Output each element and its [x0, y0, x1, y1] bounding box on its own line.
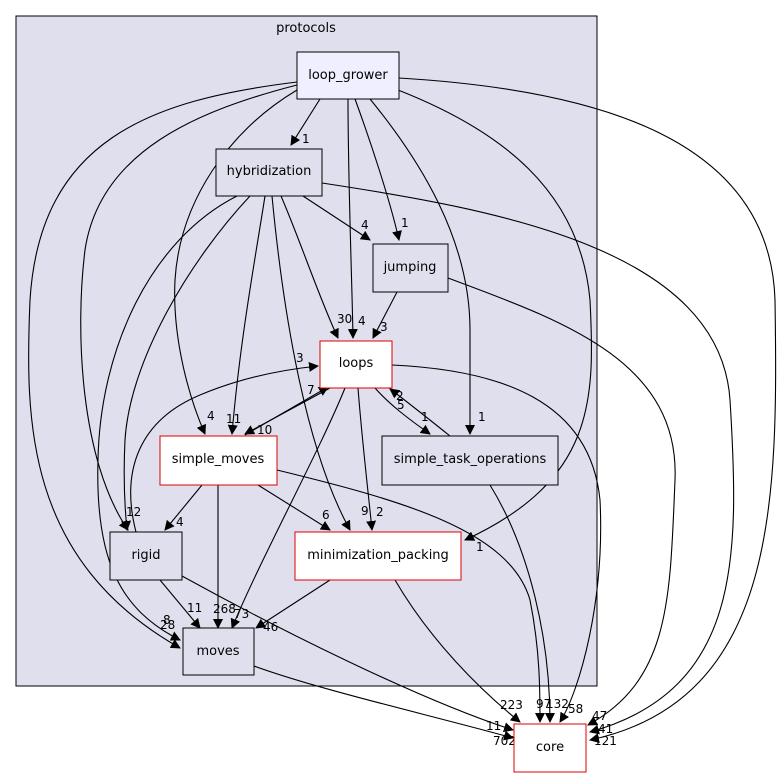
edge-label: 58 — [568, 702, 583, 716]
edge-label: 3 — [296, 351, 304, 365]
edge-loop-grower-rigid — [80, 84, 298, 531]
node-label: moves — [196, 644, 239, 659]
edge-loop-grower-core — [398, 77, 777, 744]
edge-label: 9 — [361, 504, 369, 518]
edge-loops-simple-moves — [244, 387, 331, 435]
edge-label: 41 — [598, 722, 613, 736]
edge-jumping-loops — [372, 291, 398, 339]
node-moves[interactable]: moves — [182, 627, 255, 676]
edge-loop-grower-moves — [28, 81, 298, 649]
node-loops[interactable]: loops — [319, 340, 393, 389]
edge-label: 28 — [160, 618, 175, 632]
edge-loops-moves — [230, 387, 346, 629]
edge-label: 3 — [380, 320, 388, 334]
edge-simple-task-operations-core — [489, 484, 555, 723]
edge-moves-core — [253, 665, 514, 741]
edge-label: 4 — [358, 314, 366, 328]
edge-loops-core — [391, 364, 602, 723]
edge-label: 47 — [592, 709, 607, 723]
edges — [28, 77, 777, 744]
edge-label: 223 — [500, 698, 523, 712]
edge-label: 1 — [478, 410, 486, 424]
node-hybridization[interactable]: hybridization — [215, 148, 323, 197]
edge-label: 121 — [594, 734, 617, 748]
node-rigid[interactable]: rigid — [109, 531, 183, 581]
edge-label: 6 — [322, 508, 330, 522]
node-label: loops — [339, 356, 374, 371]
edge-jumping-core — [447, 277, 676, 726]
node-label: rigid — [131, 548, 160, 563]
node-simple-moves[interactable]: simple_moves — [159, 435, 278, 486]
node-minimization-packing[interactable]: minimization_packing — [294, 531, 462, 581]
edge-hybridization-loops — [280, 195, 339, 339]
edge-label: 10 — [257, 423, 272, 437]
edge-label: 4 — [176, 515, 184, 529]
node-simple-task-operations[interactable]: simple_task_operations — [381, 435, 559, 486]
edge-label: 30 — [337, 312, 352, 326]
edge-simple-moves-core — [276, 469, 545, 723]
edge-rigid-core — [181, 575, 514, 732]
edge-label: 5 — [397, 398, 405, 412]
edge-rigid-moves — [159, 579, 201, 629]
edge-label: 132 — [546, 697, 569, 711]
edge-label: 268 — [213, 602, 236, 616]
edge-label: 1 — [421, 410, 429, 424]
edge-simple-moves-rigid — [164, 484, 203, 531]
edge-label: 11 — [226, 412, 241, 426]
edge-hybridization-jumping — [302, 195, 371, 241]
edge-label: 4 — [361, 218, 369, 232]
protocols-cluster[interactable]: protocols — [15, 15, 598, 687]
edge-label: 2 — [396, 389, 404, 403]
edge-loop-grower-loops — [347, 98, 358, 339]
node-label: minimization_packing — [307, 548, 449, 563]
edge-hybridization-minimization-packing — [271, 195, 351, 531]
node-label: simple_moves — [172, 452, 265, 467]
node-loop-grower[interactable]: loop_grower — [296, 51, 400, 100]
edge-label: 73 — [234, 607, 249, 621]
edge-loops-simple-task-operations — [374, 387, 431, 435]
edge-loop-grower-simple-moves — [174, 89, 298, 435]
edge-hybridization-rigid — [121, 195, 251, 531]
edge-rigid-loops — [130, 361, 319, 533]
edge-label: 2 — [376, 505, 384, 519]
cluster-label: protocols — [276, 21, 336, 36]
edge-label: 8 — [163, 613, 171, 627]
edge-hybridization-moves — [97, 195, 238, 641]
node-label: jumping — [383, 260, 437, 275]
edge-label: 1 — [302, 132, 310, 146]
edge-label: 97 — [536, 697, 551, 711]
edge-loop-grower-jumping — [354, 98, 402, 241]
edge-label: 12 — [126, 505, 141, 519]
edge-hybridization-simple-moves — [227, 195, 266, 435]
node-label: core — [536, 740, 564, 755]
node-core[interactable]: core — [513, 723, 587, 773]
node-jumping[interactable]: jumping — [372, 243, 449, 293]
edge-label: 702 — [493, 734, 516, 748]
edge-minimization-packing-moves — [255, 579, 331, 629]
edge-loop-grower-simple-task-operations — [369, 98, 475, 435]
edge-hybridization-core — [321, 182, 735, 735]
edge-simple-task-operations-loops — [389, 388, 451, 437]
edge-label: 1 — [476, 540, 484, 554]
edge-label: 7 — [307, 383, 315, 397]
edge-loops-minimization-packing — [357, 387, 377, 531]
edge-simple-moves-minimization-packing — [257, 484, 331, 531]
edge-label: 1 — [401, 216, 409, 230]
node-label: simple_task_operations — [394, 452, 547, 467]
edge-minimization-packing-core — [394, 579, 521, 723]
edge-label: 11 — [486, 719, 501, 733]
edge-label: 4 — [207, 409, 215, 423]
edge-loop-grower-hybridization — [290, 98, 321, 146]
edge-label: 46 — [263, 620, 278, 634]
node-label: loop_grower — [308, 68, 388, 83]
node-label: hybridization — [227, 164, 312, 179]
edge-labels: 1 1 4 30 4 3 3 7 10 2 5 1 1 4 11 12 4 6 … — [126, 132, 617, 748]
edge-label: 11 — [187, 601, 202, 615]
